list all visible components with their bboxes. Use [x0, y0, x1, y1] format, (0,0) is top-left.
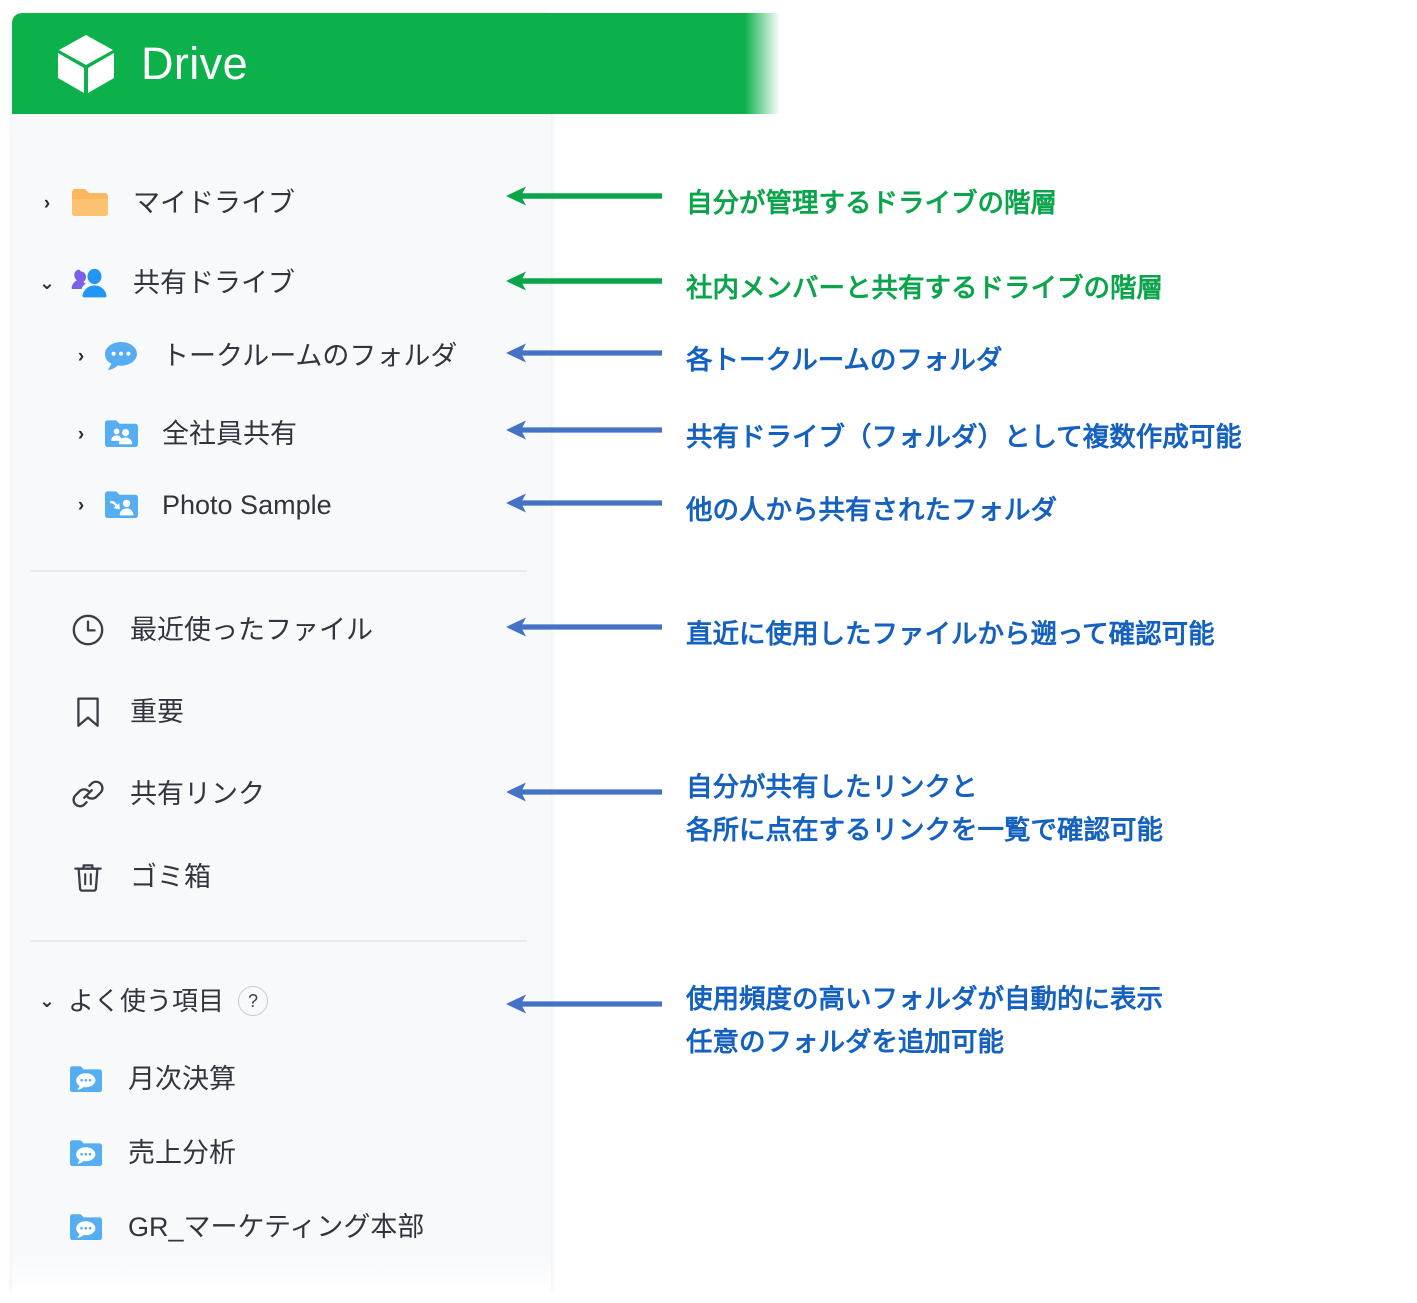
annotation-line: 直近に使用したファイルから遡って確認可能	[686, 619, 1215, 649]
sidebar-item-my-drive[interactable]: › マイドライブ	[36, 181, 295, 225]
sidebar-item-talk-room-folder[interactable]: › トークルームのフォルダ	[70, 334, 457, 378]
favorite-item-label: 月次決算	[128, 1063, 236, 1094]
favorite-item-label: 売上分析	[128, 1137, 236, 1168]
chevron-right-icon[interactable]: ›	[77, 345, 85, 367]
favorites-section-header[interactable]: ⌄ よく使う項目 ?	[36, 979, 269, 1023]
arrow-left-icon	[506, 271, 662, 291]
annotation-line: 任意のフォルダを追加可能	[686, 1026, 1004, 1057]
annotation-line: 自分が管理するドライブの階層	[686, 188, 1057, 218]
people-icon	[70, 265, 110, 301]
trash-icon	[70, 859, 106, 895]
sidebar-item-label: トークルームのフォルダ	[162, 340, 458, 371]
sidebar-item-all-staff-share[interactable]: › 全社員共有	[70, 412, 297, 456]
bookmark-icon	[70, 694, 106, 730]
clock-icon	[70, 612, 106, 648]
annotation-line: 使用頻度の高いフォルダが自動的に表示	[686, 984, 1163, 1014]
annotation-shared-links: 自分が共有したリンクと 各所に点在するリンクを一覧で確認可能	[505, 772, 1163, 852]
sidebar-item-important[interactable]: 重要	[70, 690, 184, 734]
cube-icon	[58, 34, 114, 93]
annotation-shared-drive: 社内メンバーと共有するドライブの階層	[505, 267, 1163, 310]
chevron-down-icon[interactable]: ⌄	[39, 990, 55, 1012]
folder-person-icon	[102, 417, 140, 451]
folder-shared-icon	[102, 488, 140, 522]
arrow-left-icon	[506, 782, 662, 802]
sidebar-item-label: 全社員共有	[162, 418, 297, 449]
arrow-left-icon	[506, 493, 662, 513]
arrow-left-icon	[506, 186, 662, 206]
sidebar-item-recent-files[interactable]: 最近使ったファイル	[70, 608, 373, 652]
annotation-line: 他の人から共有されたフォルダ	[686, 495, 1057, 525]
folder-chat-icon	[68, 1211, 104, 1243]
favorite-item-sales-analysis[interactable]: 売上分析	[68, 1131, 236, 1175]
help-badge[interactable]: ?	[238, 986, 269, 1016]
drive-header: Drive	[12, 13, 780, 114]
annotation-all-staff-share: 共有ドライブ（フォルダ）として複数作成可能	[505, 416, 1242, 459]
sidebar-item-trash[interactable]: ゴミ箱	[70, 855, 211, 899]
sidebar-item-label: 最近使ったファイル	[130, 614, 373, 645]
sidebar-item-shared-drive[interactable]: ⌄ 共有ドライブ	[36, 261, 295, 305]
annotation-favorites: 使用頻度の高いフォルダが自動的に表示 任意のフォルダを追加可能	[505, 984, 1163, 1064]
app-title: Drive	[141, 38, 249, 89]
chevron-down-icon[interactable]: ⌄	[39, 272, 55, 294]
folder-icon	[70, 186, 110, 220]
divider	[30, 940, 527, 942]
favorite-item-monthly-settlement[interactable]: 月次決算	[68, 1057, 236, 1101]
favorite-item-gr-marketing[interactable]: GR_マーケティング本部	[68, 1205, 424, 1249]
arrow-left-icon	[506, 617, 662, 637]
folder-chat-icon	[68, 1137, 104, 1169]
arrow-left-icon	[506, 994, 662, 1014]
folder-chat-icon	[68, 1063, 104, 1095]
arrow-left-icon	[506, 420, 662, 440]
annotation-line: 自分が共有したリンクと	[686, 772, 978, 802]
favorite-item-label: GR_マーケティング本部	[128, 1211, 425, 1242]
sidebar-item-shared-links[interactable]: 共有リンク	[70, 772, 265, 816]
annotation-talk-room-folder: 各トークルームのフォルダ	[505, 339, 1002, 382]
chevron-right-icon[interactable]: ›	[43, 192, 51, 214]
sidebar-item-photo-sample[interactable]: › Photo Sample	[70, 483, 332, 527]
sidebar-item-label: Photo Sample	[162, 489, 332, 520]
sidebar-item-label: 共有リンク	[130, 778, 265, 809]
sidebar-item-label: ゴミ箱	[130, 861, 211, 892]
chevron-right-icon[interactable]: ›	[77, 423, 85, 445]
annotation-line: 共有ドライブ（フォルダ）として複数作成可能	[686, 422, 1242, 452]
annotation-line: 社内メンバーと共有するドライブの階層	[686, 273, 1163, 303]
favorites-section-label: よく使う項目	[68, 986, 225, 1016]
divider	[30, 570, 527, 572]
annotation-line: 各トークルームのフォルダ	[686, 345, 1003, 375]
annotation-my-drive: 自分が管理するドライブの階層	[505, 182, 1057, 225]
sidebar-item-label: マイドライブ	[133, 187, 295, 218]
sidebar-item-label: 共有ドライブ	[133, 267, 295, 298]
chat-bubble-icon	[102, 339, 140, 373]
annotation-recent-files: 直近に使用したファイルから遡って確認可能	[505, 613, 1215, 656]
annotation-photo-sample: 他の人から共有されたフォルダ	[505, 489, 1057, 532]
arrow-left-icon	[506, 343, 662, 363]
sidebar-item-label: 重要	[130, 696, 184, 727]
annotation-line: 各所に点在するリンクを一覧で確認可能	[686, 814, 1163, 845]
chevron-right-icon[interactable]: ›	[77, 494, 85, 516]
link-icon	[70, 776, 106, 812]
